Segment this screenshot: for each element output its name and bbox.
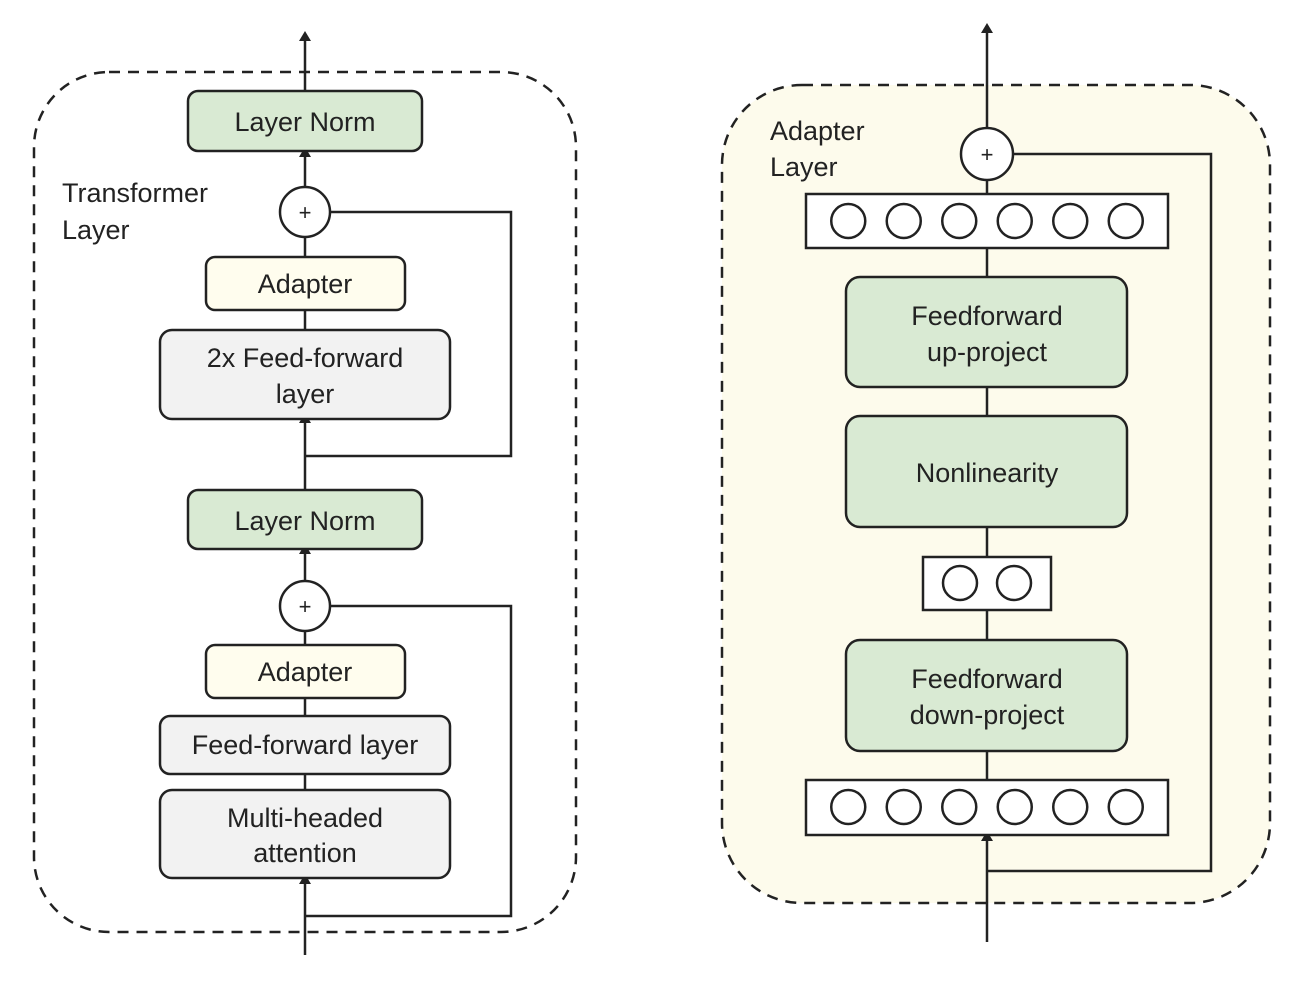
input-unit <box>1052 788 1089 826</box>
adapter-layer-title-line1: Adapter <box>770 116 865 146</box>
adapter-bottom-label: Adapter <box>258 657 353 687</box>
transformer-layer-panel: Transformer Layer Layer Norm + Adapter 2… <box>32 31 578 955</box>
adapter-top-label: Adapter <box>258 269 353 299</box>
input-unit <box>1107 788 1144 826</box>
input-unit <box>885 788 922 826</box>
adapter-top-box <box>204 255 407 312</box>
feedforward-up-project-label-line1: Feedforward <box>911 301 1063 331</box>
nonlinearity-box <box>844 414 1129 529</box>
output-unit <box>1052 202 1089 240</box>
layer-norm-top-label: Layer Norm <box>234 107 375 137</box>
residual-add-bottom-circle <box>278 579 332 633</box>
input-unit <box>996 788 1033 826</box>
multi-headed-attention-label-line2: attention <box>253 838 357 868</box>
adapter-bottom-box <box>204 643 407 700</box>
bottleneck-units <box>941 564 1033 602</box>
adapter-residual-add-circle <box>959 126 1015 182</box>
multi-headed-attention-box <box>158 788 452 880</box>
transformer-layer-title-line1: Transformer <box>62 178 208 208</box>
input-unit <box>830 788 867 826</box>
output-unit <box>830 202 867 240</box>
input-unit <box>941 788 978 826</box>
residual-add-top-circle <box>278 185 332 239</box>
input-units <box>830 788 1144 826</box>
layer-norm-bottom-box <box>186 488 424 551</box>
feedforward-down-project-label-line1: Feedforward <box>911 664 1063 694</box>
output-unit <box>941 202 978 240</box>
output-unit <box>996 202 1033 240</box>
transformer-layer-title-line2: Layer <box>62 215 130 245</box>
output-units <box>830 202 1144 240</box>
bottleneck-unit <box>941 564 979 602</box>
feed-forward-2x-box <box>158 328 452 421</box>
layer-norm-top-box <box>186 89 424 153</box>
residual-add-bottom-label: + <box>299 594 312 619</box>
output-unit <box>885 202 922 240</box>
feed-forward-2x-label-line2: layer <box>276 379 335 409</box>
nonlinearity-label: Nonlinearity <box>916 458 1059 488</box>
adapter-layer-title-line2: Layer <box>770 152 838 182</box>
adapter-layer-panel: Adapter Layer + Feedforward up-project N… <box>720 23 1272 942</box>
multi-headed-attention-label-line1: Multi-headed <box>227 803 383 833</box>
layer-norm-bottom-label: Layer Norm <box>234 506 375 536</box>
adapter-connectors <box>981 23 1213 942</box>
feedforward-down-project-label-line2: down-project <box>910 700 1065 730</box>
feedforward-down-project-box <box>844 638 1129 753</box>
residual-add-top-label: + <box>299 200 312 225</box>
bottleneck-unit <box>995 564 1033 602</box>
adapter-residual-add-label: + <box>981 142 994 167</box>
feedforward-up-project-label-line2: up-project <box>927 337 1048 367</box>
output-unit <box>1107 202 1144 240</box>
transformer-connectors <box>299 31 513 955</box>
feed-forward-layer-box <box>158 714 452 776</box>
feed-forward-2x-label-line1: 2x Feed-forward <box>207 343 404 373</box>
feedforward-up-project-box <box>844 275 1129 389</box>
feed-forward-layer-label: Feed-forward layer <box>192 730 419 760</box>
